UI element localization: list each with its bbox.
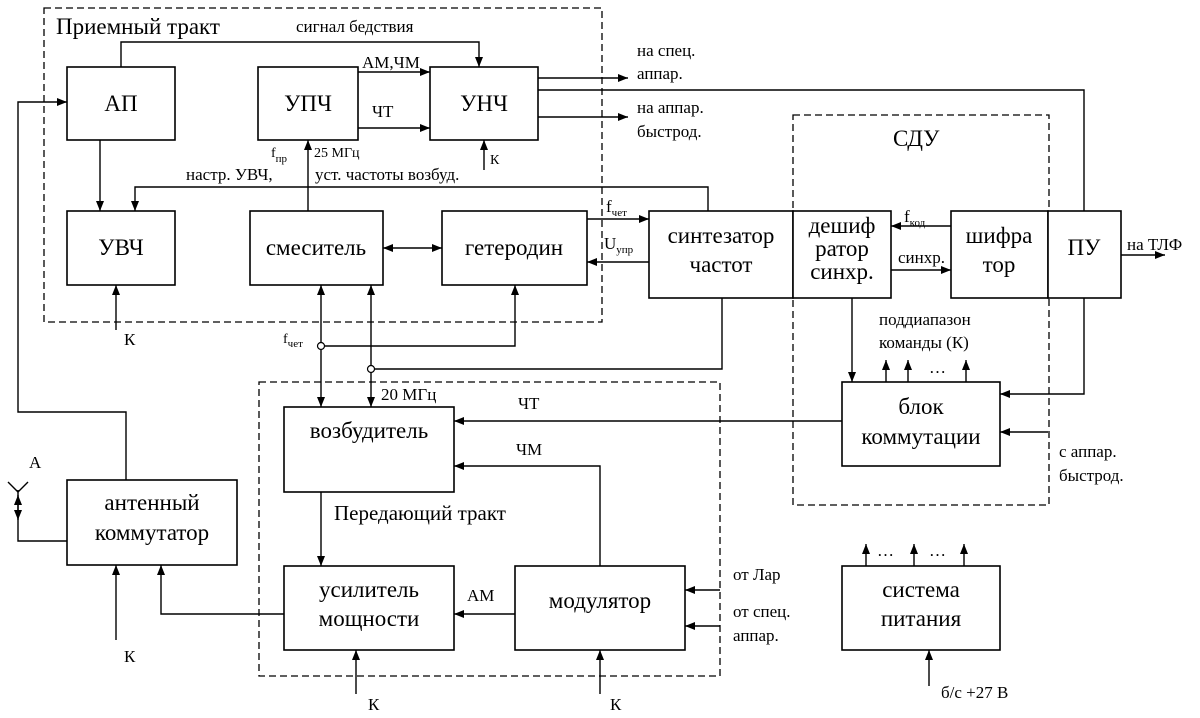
block-coder: шифра тор bbox=[950, 210, 1049, 299]
svg-text:система: система bbox=[882, 577, 960, 602]
svg-text:синхр.: синхр. bbox=[810, 259, 874, 284]
svg-text:модулятор: модулятор bbox=[549, 588, 651, 613]
junction-20mhz bbox=[366, 364, 376, 374]
antenna-icon bbox=[7, 481, 29, 493]
block-ap: АП bbox=[66, 66, 176, 141]
svg-text:синтезатор: синтезатор bbox=[668, 223, 775, 248]
power-ellipsis-1: … bbox=[877, 541, 894, 560]
from-fast-label-2: быстрод. bbox=[1059, 466, 1124, 485]
svg-text:коммутатор: коммутатор bbox=[95, 520, 209, 545]
unch-to-pu-line bbox=[538, 89, 1085, 211]
command-ellipsis: … bbox=[929, 358, 946, 377]
subband-label-1: поддиапазон bbox=[879, 310, 971, 329]
svg-text:УПЧ: УПЧ bbox=[284, 91, 332, 116]
block-unch: УНЧ bbox=[429, 66, 539, 141]
svg-text:коммутации: коммутации bbox=[861, 424, 980, 449]
f-cht-lower-label: fчет bbox=[283, 332, 303, 350]
to-fast-label-1: на аппар. bbox=[637, 98, 704, 117]
mhz20-label: 20 МГц bbox=[381, 385, 436, 404]
from-lar-label: от Лар bbox=[733, 565, 781, 584]
svg-text:дешиф: дешиф bbox=[809, 213, 876, 238]
from-spec-label-1: от спец. bbox=[733, 602, 791, 621]
unch-k-label: К bbox=[490, 153, 500, 168]
supply-label: б/с +27 В bbox=[941, 683, 1008, 702]
block-power-amplifier: усилитель мощности bbox=[283, 565, 455, 651]
svg-text:шифра: шифра bbox=[966, 223, 1033, 248]
from-spec-label-2: аппар. bbox=[733, 626, 779, 645]
block-power-system: система питания bbox=[841, 565, 1001, 651]
f-code-label: fкод bbox=[904, 207, 926, 229]
tune-uvch-label: настр. УВЧ, bbox=[186, 165, 273, 184]
receive-path-title: Приемный тракт bbox=[56, 14, 220, 39]
distress-signal-line bbox=[120, 41, 483, 67]
antsw-to-antenna-line bbox=[17, 490, 67, 542]
uvch-tuning-line bbox=[131, 186, 709, 211]
transmit-path-frame bbox=[258, 381, 721, 677]
f-cht-to-lo-line bbox=[321, 285, 519, 347]
amp-k-label: К bbox=[368, 695, 380, 714]
modulator-to-exciter-chm bbox=[454, 462, 601, 566]
from-fast-label-1: с аппар. bbox=[1059, 442, 1117, 461]
block-upch: УПЧ bbox=[257, 66, 359, 141]
block-antenna-switch: антенный коммутатор bbox=[66, 479, 238, 566]
svg-text:частот: частот bbox=[690, 252, 753, 277]
sync-label: синхр. bbox=[898, 248, 945, 267]
u-ctrl-label: Uупр bbox=[604, 234, 634, 256]
sdu-frame bbox=[792, 114, 1050, 506]
svg-text:смеситель: смеситель bbox=[266, 235, 366, 260]
set-freq-label: уст. частоты возбуд. bbox=[315, 165, 459, 184]
distress-signal-label: сигнал бедствия bbox=[296, 17, 414, 36]
block-mixer: смеситель bbox=[249, 210, 384, 286]
block-modulator: модулятор bbox=[514, 565, 686, 651]
tx-chm-label: ЧМ bbox=[516, 440, 542, 459]
am-label: АМ bbox=[467, 586, 494, 605]
svg-text:УВЧ: УВЧ bbox=[98, 235, 143, 260]
svg-text:питания: питания bbox=[881, 606, 962, 631]
block-pu: ПУ bbox=[1047, 210, 1122, 299]
svg-text:тор: тор bbox=[983, 252, 1016, 277]
svg-text:ратор: ратор bbox=[815, 236, 869, 261]
svg-text:блок: блок bbox=[898, 394, 944, 419]
am-fm-label: АМ,ЧМ bbox=[362, 53, 420, 72]
sdu-title: СДУ bbox=[893, 126, 940, 151]
subband-label-2: команды (К) bbox=[879, 333, 969, 352]
pu-to-switch-line bbox=[1000, 298, 1085, 398]
block-local-oscillator: гетеродин bbox=[441, 210, 588, 286]
modulator-k-label: К bbox=[610, 695, 622, 714]
svg-text:АП: АП bbox=[104, 91, 137, 116]
svg-text:усилитель: усилитель bbox=[319, 577, 419, 602]
block-exciter: возбудитель bbox=[283, 406, 455, 493]
cht-label: ЧТ bbox=[372, 102, 394, 121]
mhz25-label: 25 МГц bbox=[314, 146, 360, 161]
to-spec-label-1: на спец. bbox=[637, 41, 695, 60]
svg-text:антенный: антенный bbox=[104, 490, 199, 515]
tx-cht-label: ЧТ bbox=[518, 394, 540, 413]
f-cht-label: fчет bbox=[606, 197, 627, 219]
synth-20mhz-line bbox=[371, 298, 723, 370]
to-spec-label-2: аппар. bbox=[637, 64, 683, 83]
svg-text:возбудитель: возбудитель bbox=[310, 418, 428, 443]
svg-text:УНЧ: УНЧ bbox=[460, 91, 508, 116]
block-switching-unit: блок коммутации bbox=[841, 381, 1001, 467]
junction-f-cht bbox=[316, 341, 326, 351]
uvch-k-label: К bbox=[124, 330, 136, 349]
antsw-to-ap-line bbox=[17, 98, 127, 480]
block-uvch: УВЧ bbox=[66, 210, 176, 286]
antsw-k-label: К bbox=[124, 647, 136, 666]
f-if-label: fпр bbox=[271, 146, 288, 165]
block-frequency-synthesizer: синтезатор частот bbox=[648, 210, 794, 299]
power-ellipsis-2: … bbox=[929, 541, 946, 560]
svg-text:ПУ: ПУ bbox=[1068, 235, 1102, 260]
svg-text:гетеродин: гетеродин bbox=[465, 235, 563, 260]
to-fast-label-2: быстрод. bbox=[637, 122, 702, 141]
amp-to-antsw-line bbox=[157, 565, 284, 615]
to-tlf-label: на ТЛФ bbox=[1127, 235, 1182, 254]
transmit-path-title: Передающий тракт bbox=[334, 501, 506, 525]
antenna-label: А bbox=[29, 453, 42, 472]
block-sync-decoder: дешиф ратор синхр. bbox=[792, 210, 892, 299]
svg-text:мощности: мощности bbox=[319, 606, 420, 631]
